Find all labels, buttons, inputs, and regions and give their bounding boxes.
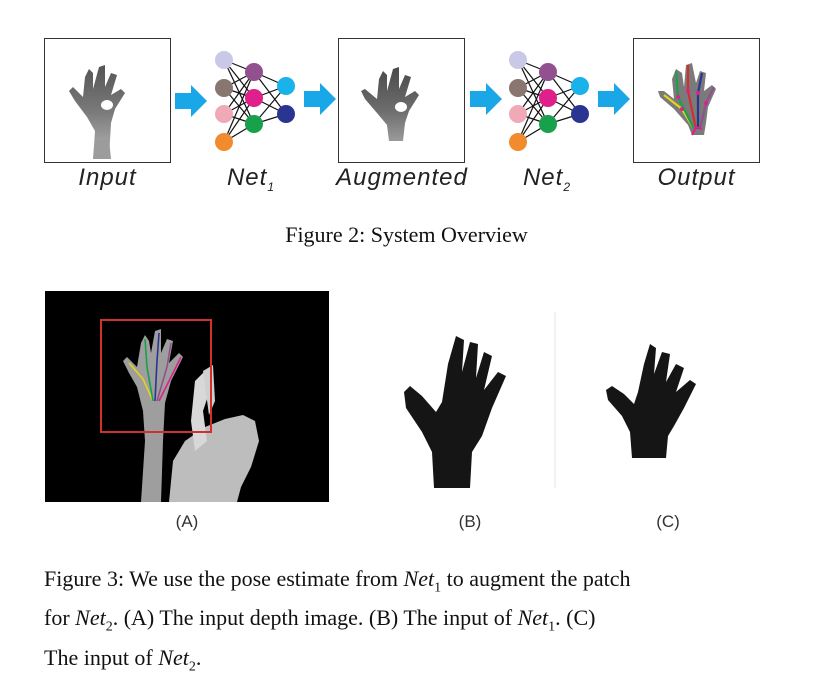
arrow-icon-4 (598, 83, 630, 115)
output-hand-pose-image (658, 63, 716, 136)
panel-label-c: (C) (656, 512, 680, 531)
figure-3-caption: Figure 3: We use the pose estimate from … (44, 564, 774, 682)
net1-network-icon (215, 51, 295, 151)
panel-c-augmented-hand-image (594, 330, 734, 464)
label-input: Input (78, 164, 137, 191)
caption-line-2: for Net2. (A) The input depth image. (B)… (44, 605, 596, 635)
panel-label-a: (A) (175, 512, 199, 531)
caption-line-3: The input of Net2. (44, 644, 202, 675)
arrow-icon-2 (304, 83, 336, 115)
net2-network-icon (509, 51, 589, 151)
label-output: Output (657, 164, 736, 191)
input-frame (44, 38, 171, 163)
arrow-icon-3 (470, 83, 502, 115)
output-frame (633, 38, 760, 163)
augmented-frame (338, 38, 465, 163)
panel-a-depth-image (45, 291, 329, 502)
augmented-hand-image (361, 67, 419, 141)
figure-2-caption: Figure 2: System Overview (285, 222, 528, 247)
panel-b-cropped-hand-image (386, 312, 556, 488)
label-augmented: Augmented (336, 164, 468, 191)
label-net2: Net2 (522, 164, 572, 194)
input-hand-image (69, 65, 125, 159)
label-net1: Net1 (226, 164, 276, 194)
caption-line-1: Figure 3: We use the pose estimate from … (44, 566, 631, 596)
arrow-icon-1 (175, 85, 207, 117)
panel-label-b: (B) (458, 512, 482, 531)
